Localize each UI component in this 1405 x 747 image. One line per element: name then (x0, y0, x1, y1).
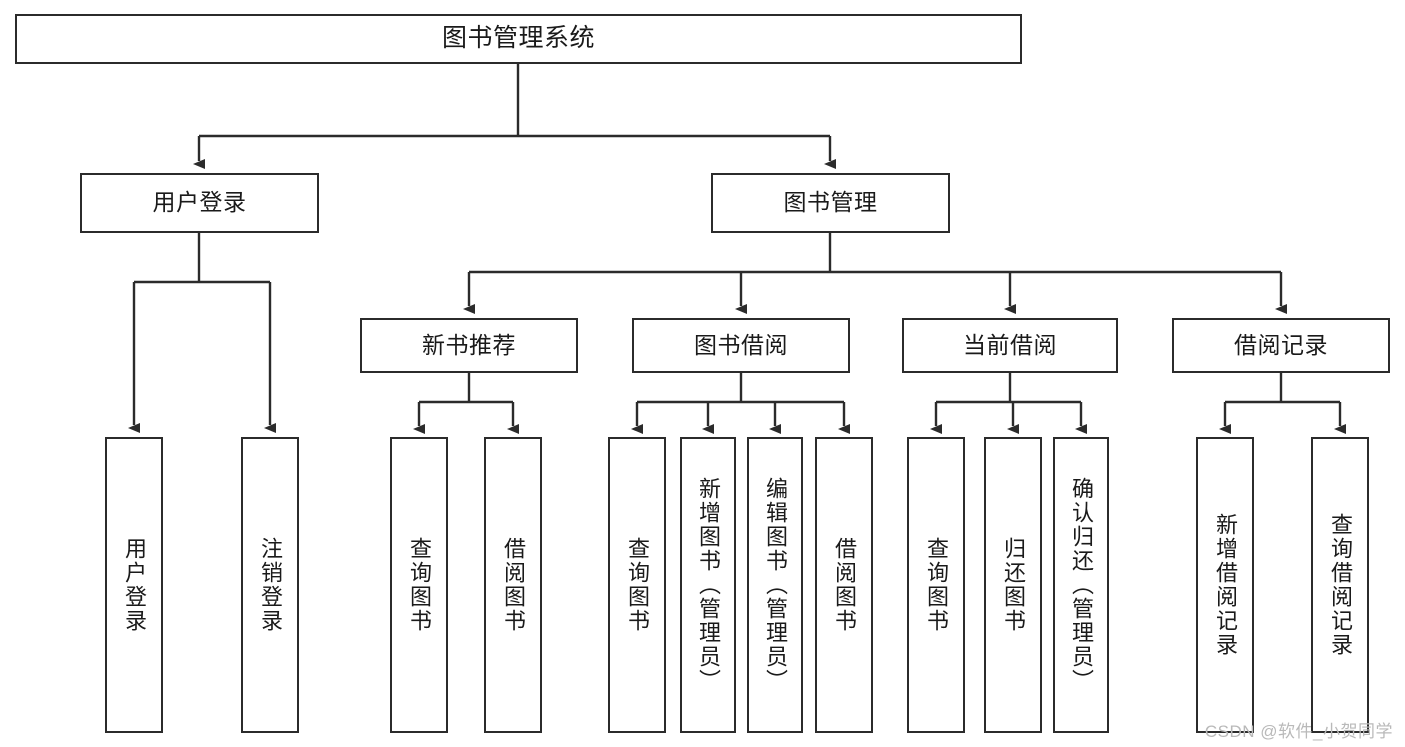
node-leaf-user-login[interactable]: 用户登录 (105, 437, 163, 733)
node-user-login[interactable]: 用户登录 (80, 173, 319, 233)
node-book-borrow[interactable]: 图书借阅 (632, 318, 850, 373)
node-borrow-record-label: 借阅记录 (1234, 331, 1328, 358)
node-leaf-logout[interactable]: 注销登录 (241, 437, 299, 733)
node-root-label: 图书管理系统 (441, 24, 595, 53)
node-leaf-return-book-label: 归还图书 (1001, 537, 1026, 633)
node-leaf-add-book-label: 新增图书（管理员） (696, 477, 721, 693)
node-current-borrow-label: 当前借阅 (963, 331, 1057, 358)
node-leaf-query-record-label: 查询借阅记录 (1328, 513, 1353, 657)
node-leaf-query-book-3-label: 查询图书 (924, 537, 949, 633)
node-book-manage-label: 图书管理 (783, 189, 878, 216)
node-leaf-return-book[interactable]: 归还图书 (984, 437, 1042, 733)
node-leaf-edit-book-label: 编辑图书（管理员） (763, 477, 788, 693)
node-leaf-query-book-3[interactable]: 查询图书 (907, 437, 965, 733)
node-leaf-borrow-book-2[interactable]: 借阅图书 (815, 437, 873, 733)
node-leaf-query-book-1-label: 查询图书 (407, 537, 432, 633)
node-borrow-record[interactable]: 借阅记录 (1172, 318, 1390, 373)
node-leaf-borrow-book-1[interactable]: 借阅图书 (484, 437, 542, 733)
node-leaf-borrow-book-2-label: 借阅图书 (832, 537, 857, 633)
node-leaf-query-book-2-label: 查询图书 (625, 537, 650, 633)
node-leaf-confirm-return[interactable]: 确认归还（管理员） (1053, 437, 1109, 733)
node-root[interactable]: 图书管理系统 (15, 14, 1022, 64)
node-leaf-add-book[interactable]: 新增图书（管理员） (680, 437, 736, 733)
node-leaf-add-record-label: 新增借阅记录 (1213, 513, 1238, 657)
node-leaf-query-book-2[interactable]: 查询图书 (608, 437, 666, 733)
node-leaf-confirm-return-label: 确认归还（管理员） (1069, 477, 1094, 693)
node-user-login-label: 用户登录 (152, 189, 247, 216)
node-current-borrow[interactable]: 当前借阅 (902, 318, 1118, 373)
node-new-book-rec-label: 新书推荐 (422, 331, 516, 358)
node-leaf-borrow-book-1-label: 借阅图书 (501, 537, 526, 633)
node-leaf-logout-label: 注销登录 (258, 537, 283, 633)
node-book-borrow-label: 图书借阅 (694, 331, 788, 358)
node-leaf-edit-book[interactable]: 编辑图书（管理员） (747, 437, 803, 733)
node-book-manage[interactable]: 图书管理 (711, 173, 950, 233)
node-leaf-user-login-label: 用户登录 (122, 537, 147, 633)
node-new-book-rec[interactable]: 新书推荐 (360, 318, 578, 373)
node-leaf-add-record[interactable]: 新增借阅记录 (1196, 437, 1254, 733)
node-leaf-query-record[interactable]: 查询借阅记录 (1311, 437, 1369, 733)
node-leaf-query-book-1[interactable]: 查询图书 (390, 437, 448, 733)
